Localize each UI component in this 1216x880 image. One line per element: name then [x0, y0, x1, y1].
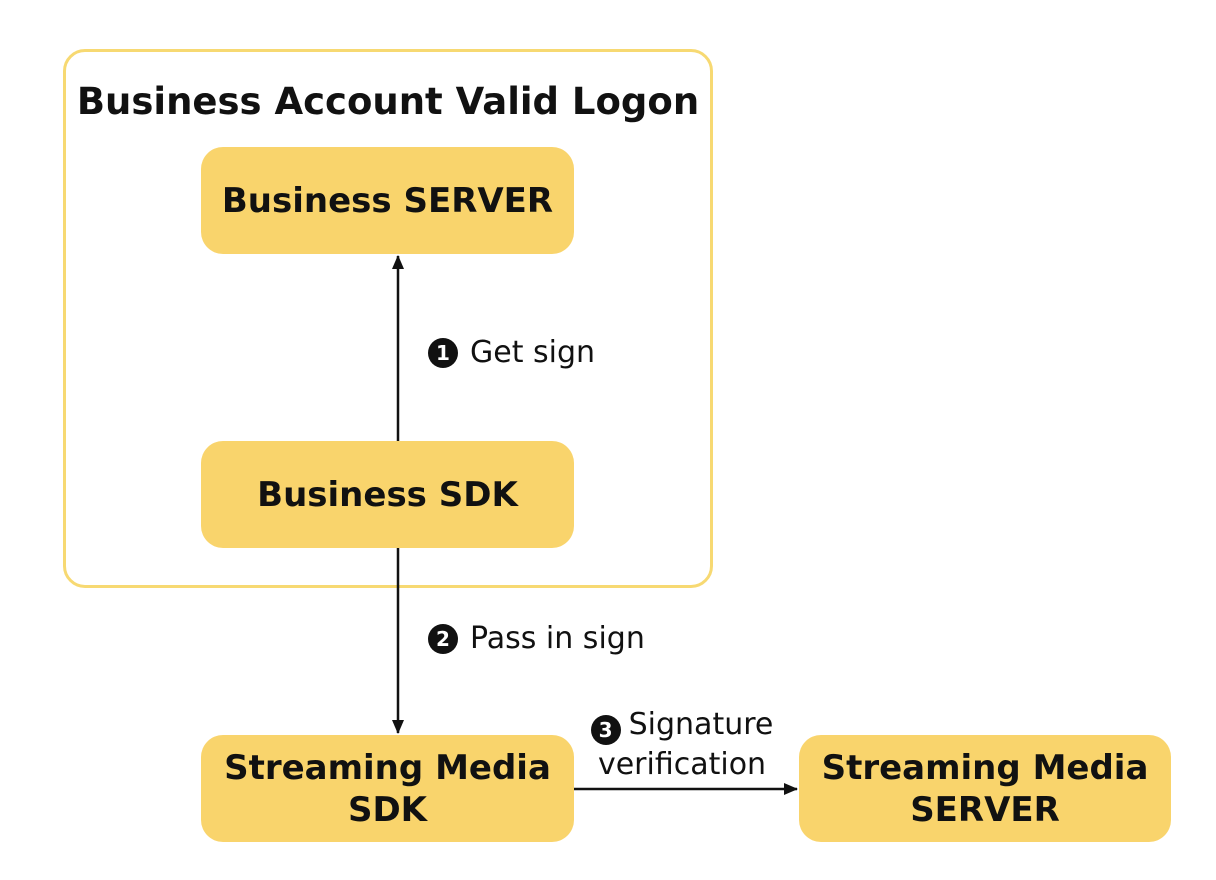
- business-sdk-node: Business SDK: [201, 441, 574, 548]
- logon-group-frame: [63, 49, 713, 588]
- streaming-media-sdk-node: Streaming Media SDK: [201, 735, 574, 842]
- group-title: Business Account Valid Logon: [76, 80, 700, 123]
- streaming-media-sdk-label: Streaming Media SDK: [224, 747, 551, 830]
- step-2-label: 2 Pass in sign: [428, 621, 645, 657]
- streaming-media-server-label: Streaming Media SERVER: [821, 747, 1149, 830]
- business-server-label: Business SERVER: [221, 180, 554, 221]
- business-server-node: Business SERVER: [201, 147, 574, 254]
- business-sdk-label: Business SDK: [257, 474, 518, 515]
- step-3-text-line-1: Signature: [628, 707, 774, 742]
- step-1-number-badge: 1: [428, 338, 458, 368]
- step-1-label: 1 Get sign: [428, 335, 595, 371]
- step-1-text: Get sign: [470, 335, 596, 370]
- streaming-media-server-node: Streaming Media SERVER: [799, 735, 1171, 842]
- step-3-text-line-2: verification: [597, 747, 767, 782]
- step-2-text: Pass in sign: [470, 621, 645, 656]
- step-3-number-badge: 3: [590, 715, 621, 745]
- step-2-number-badge: 2: [428, 624, 458, 654]
